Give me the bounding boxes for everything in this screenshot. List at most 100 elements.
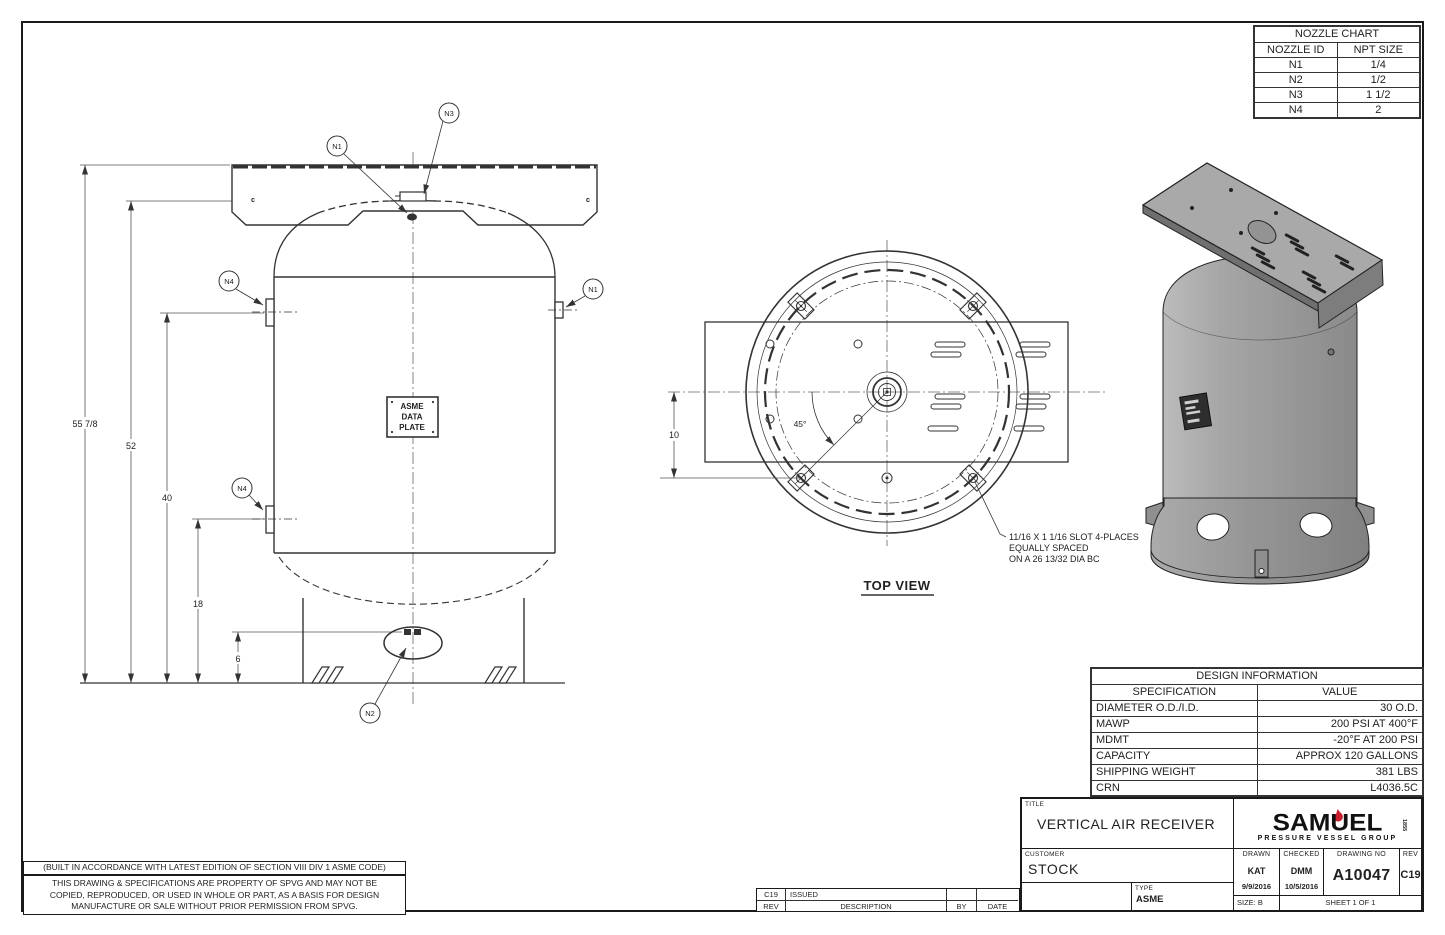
svg-text:N1: N1 bbox=[588, 285, 598, 294]
mounting-holes bbox=[765, 339, 863, 424]
svg-text:N2: N2 bbox=[365, 709, 375, 718]
dimension-lines bbox=[80, 164, 402, 683]
nozzle-id: N1 bbox=[1253, 56, 1338, 73]
type-value: ASME bbox=[1136, 894, 1164, 905]
drawing-title: VERTICAL AIR RECEIVER bbox=[1037, 816, 1216, 832]
nozzle-id: N4 bbox=[1253, 101, 1338, 118]
plate-outline-circle bbox=[745, 250, 1029, 534]
balloon-n4-lower: N4 bbox=[231, 477, 264, 511]
rev-header-date: DATE bbox=[987, 902, 1008, 911]
spec-diameter: DIAMETER O.D./I.D. bbox=[1090, 699, 1258, 717]
type-label: TYPE bbox=[1135, 885, 1154, 892]
svg-text:45°: 45° bbox=[794, 419, 807, 429]
weld-mark-left: c bbox=[251, 197, 255, 204]
customer-cell: CUSTOMER STOCK bbox=[1022, 849, 1234, 883]
size-cell: SIZE: B bbox=[1234, 896, 1280, 910]
mounting-plate-top bbox=[704, 321, 1069, 463]
iso-skirt-hole-left bbox=[1196, 513, 1230, 541]
value-mdmt: -20°F AT 200 PSI bbox=[1256, 731, 1424, 749]
rev-cell: REV C19 bbox=[1400, 849, 1421, 896]
dim-label-backgrounds bbox=[66, 417, 245, 664]
value-mawp: 200 PSI AT 400°F bbox=[1256, 715, 1424, 733]
design-info-title: DESIGN INFORMATION bbox=[1090, 667, 1424, 685]
slot-callout: 11/16 X 1 1/16 SLOT 4-PLACES EQUALLY SPA… bbox=[974, 481, 1139, 564]
value-shipping-weight: 381 LBS bbox=[1256, 763, 1424, 781]
property-note-line2: COPIED, REPRODUCED, OR USED IN WHOLE OR … bbox=[49, 889, 380, 900]
asme-data-plate: ASME DATA PLATE bbox=[386, 396, 439, 438]
customer-label: CUSTOMER bbox=[1025, 851, 1065, 858]
iso-plate-hole bbox=[1247, 220, 1277, 244]
type-cell: TYPE ASME bbox=[1132, 883, 1234, 910]
value-crn: L4036.5C bbox=[1256, 779, 1424, 797]
iso-plate-holes-small bbox=[1190, 188, 1278, 235]
svg-text:DATA: DATA bbox=[401, 413, 422, 422]
nozzle-id: N3 bbox=[1253, 86, 1338, 103]
isometric-view bbox=[1141, 162, 1384, 585]
customer-value: STOCK bbox=[1028, 861, 1079, 877]
front-view: 55 7/8 52 40 18 6 c c bbox=[66, 102, 604, 724]
offset-dimension: 10 bbox=[660, 392, 800, 479]
balloon-n1-top: N1 bbox=[326, 135, 408, 214]
svg-text:10: 10 bbox=[669, 430, 679, 440]
iso-skirt-hole-right bbox=[1299, 512, 1333, 538]
nozzle-col-size: NPT SIZE bbox=[1336, 41, 1421, 58]
balloon-n3: N3 bbox=[423, 102, 460, 195]
revision-table: C19 ISSUED REV DESCRIPTION BY DATE bbox=[756, 888, 1020, 912]
bottom-head-hidden bbox=[278, 556, 551, 605]
iso-bottom-tab bbox=[1254, 549, 1269, 578]
dim-lower-nozzle-height: 18 bbox=[193, 599, 203, 609]
angle-dimension: 45° bbox=[794, 391, 888, 480]
nozzle-size: 1/2 bbox=[1336, 71, 1421, 88]
weld-mark-right: c bbox=[586, 197, 590, 204]
skirt-access-hole bbox=[383, 626, 443, 660]
nozzle-chart-title: NOZZLE CHART bbox=[1253, 25, 1421, 43]
iso-plate-vent-slots bbox=[1250, 233, 1355, 294]
rev-entry-date bbox=[977, 889, 1018, 901]
bolt-circle bbox=[775, 280, 999, 504]
svg-text:ON A 26 13/32 DIA BC: ON A 26 13/32 DIA BC bbox=[1009, 554, 1100, 564]
dim-upper-nozzle-height: 40 bbox=[162, 493, 172, 503]
property-note-line3: MANUFACTURE OR SALE WITHOUT PRIOR PERMIS… bbox=[71, 901, 358, 911]
nozzle-size: 1/4 bbox=[1336, 56, 1421, 73]
value-capacity: APPROX 120 GALLONS bbox=[1256, 747, 1424, 765]
top-view-label: TOP VIEW bbox=[861, 578, 934, 596]
design-information-table: DESIGN INFORMATION SPECIFICATION VALUE D… bbox=[1090, 667, 1424, 797]
logo-year: 1855 bbox=[1401, 819, 1407, 832]
svg-text:N1: N1 bbox=[332, 142, 342, 151]
svg-text:11/16 X 1 1/16 SLOT 4-PLACES: 11/16 X 1 1/16 SLOT 4-PLACES bbox=[1009, 532, 1139, 542]
svg-text:PLATE: PLATE bbox=[399, 423, 425, 432]
rev-header-rev: REV bbox=[757, 901, 786, 911]
design-col-value: VALUE bbox=[1256, 683, 1424, 701]
n4-nozzle-lower bbox=[265, 505, 275, 534]
title-cell: TITLE VERTICAL AIR RECEIVER bbox=[1022, 799, 1234, 849]
vent-slots bbox=[927, 341, 1051, 432]
rev-entry-by bbox=[947, 889, 977, 901]
company-logo: SAMUEL 1855 PRESSURE VESSEL GROUP bbox=[1234, 799, 1421, 849]
drawn-by: KAT bbox=[1247, 866, 1266, 876]
balloon-n2: N2 bbox=[359, 647, 407, 724]
drawing-no-cell: DRAWING NO A10047 bbox=[1324, 849, 1400, 896]
checked-cell: CHECKED DMM 10/5/2016 bbox=[1280, 849, 1324, 896]
balloon-n4-upper: N4 bbox=[218, 270, 264, 306]
iso-nameplate bbox=[1179, 392, 1213, 431]
dim-drain-height: 6 bbox=[235, 654, 240, 664]
rev-header-by: BY bbox=[947, 901, 977, 911]
rev-value: C19 bbox=[1400, 869, 1421, 881]
logo-slit bbox=[1262, 831, 1390, 833]
drain-projection bbox=[881, 472, 893, 484]
rev-entry-rev: C19 bbox=[757, 889, 786, 901]
vessel-hidden-circle bbox=[763, 268, 1011, 516]
dim-overall-height: 55 7/8 bbox=[72, 419, 97, 429]
n3-coupling bbox=[399, 191, 427, 202]
drawing-number: A10047 bbox=[1332, 867, 1391, 884]
svg-text:N4: N4 bbox=[224, 277, 234, 286]
drawn-date: 9/9/2016 bbox=[1241, 882, 1272, 891]
value-diameter: 30 O.D. bbox=[1256, 699, 1424, 717]
n1-coupling-top bbox=[407, 213, 417, 221]
dim-plate-height: 52 bbox=[126, 441, 136, 451]
spec-mdmt: MDMT bbox=[1090, 731, 1258, 749]
title-label: TITLE bbox=[1025, 801, 1045, 808]
